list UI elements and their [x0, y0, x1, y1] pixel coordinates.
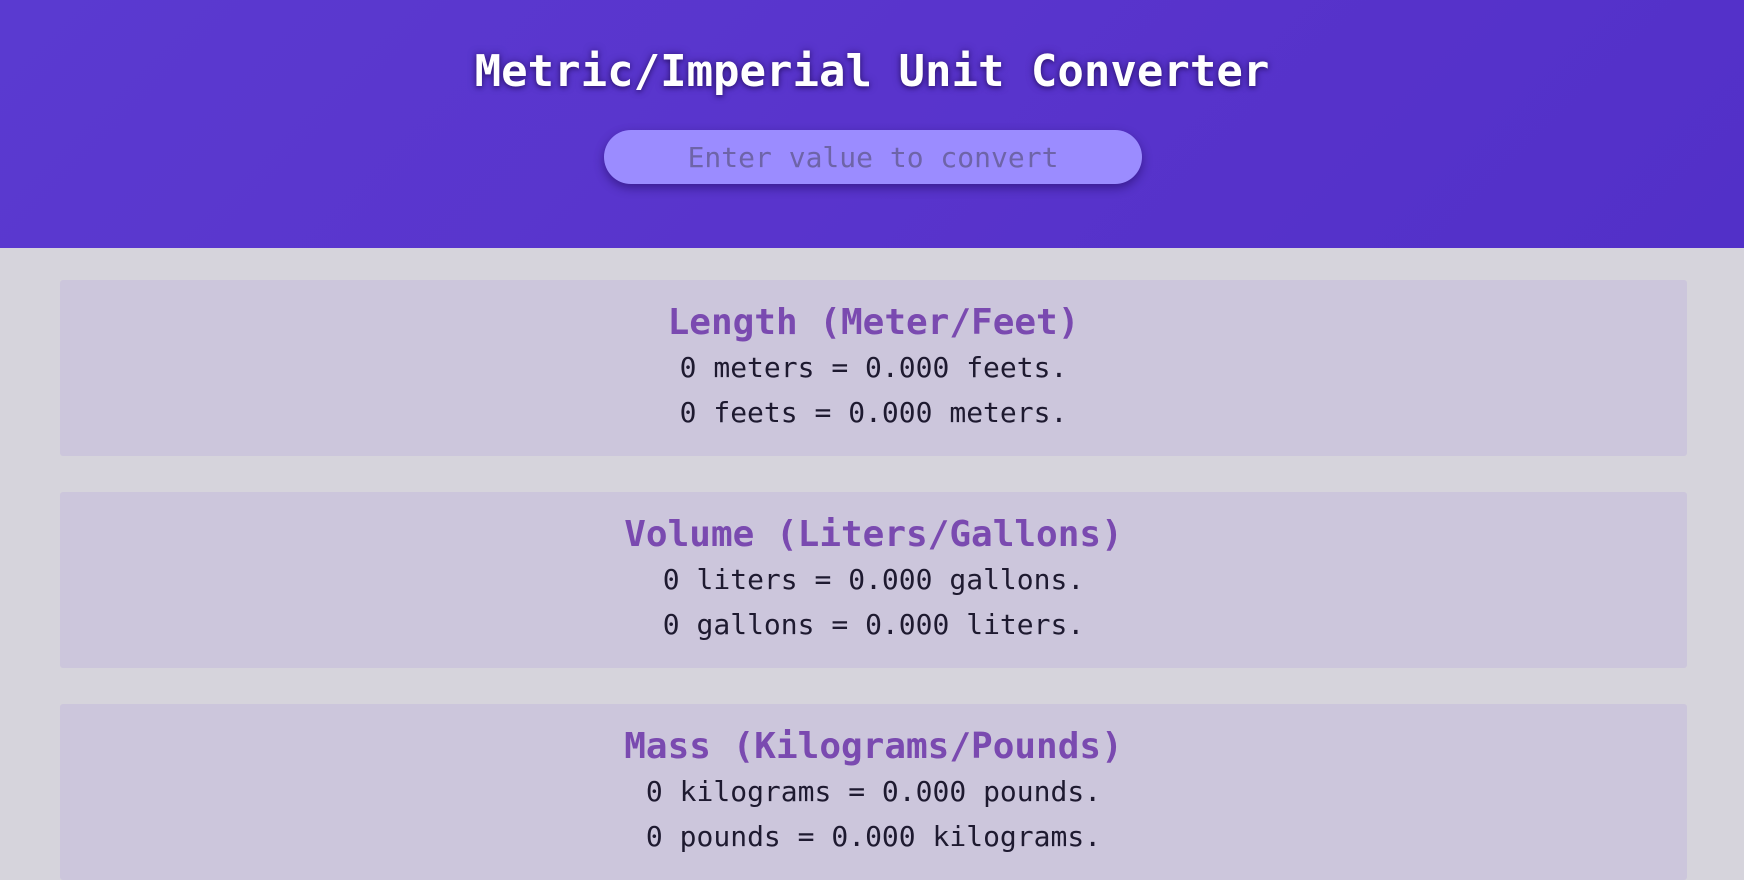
length-metric-to-imperial: 0 meters = 0.000 feets. [679, 351, 1068, 384]
volume-card-title: Volume (Liters/Gallons) [624, 514, 1123, 555]
length-card-title: Length (Meter/Feet) [667, 302, 1080, 343]
volume-imperial-to-metric: 0 gallons = 0.000 liters. [662, 608, 1085, 641]
length-imperial-to-metric: 0 feets = 0.000 meters. [679, 396, 1068, 429]
mass-card-title: Mass (Kilograms/Pounds) [624, 726, 1123, 767]
input-wrapper [604, 130, 1142, 184]
mass-imperial-to-metric: 0 pounds = 0.000 kilograms. [645, 820, 1102, 853]
mass-metric-to-imperial: 0 kilograms = 0.000 pounds. [645, 775, 1102, 808]
volume-metric-to-imperial: 0 liters = 0.000 gallons. [662, 563, 1085, 596]
mass-card: Mass (Kilograms/Pounds) 0 kilograms = 0.… [60, 704, 1687, 880]
length-card: Length (Meter/Feet) 0 meters = 0.000 fee… [60, 280, 1687, 456]
value-input[interactable] [604, 130, 1142, 184]
page-title: Metric/Imperial Unit Converter [474, 46, 1270, 97]
volume-card: Volume (Liters/Gallons) 0 liters = 0.000… [60, 492, 1687, 668]
header: Metric/Imperial Unit Converter [0, 0, 1744, 248]
